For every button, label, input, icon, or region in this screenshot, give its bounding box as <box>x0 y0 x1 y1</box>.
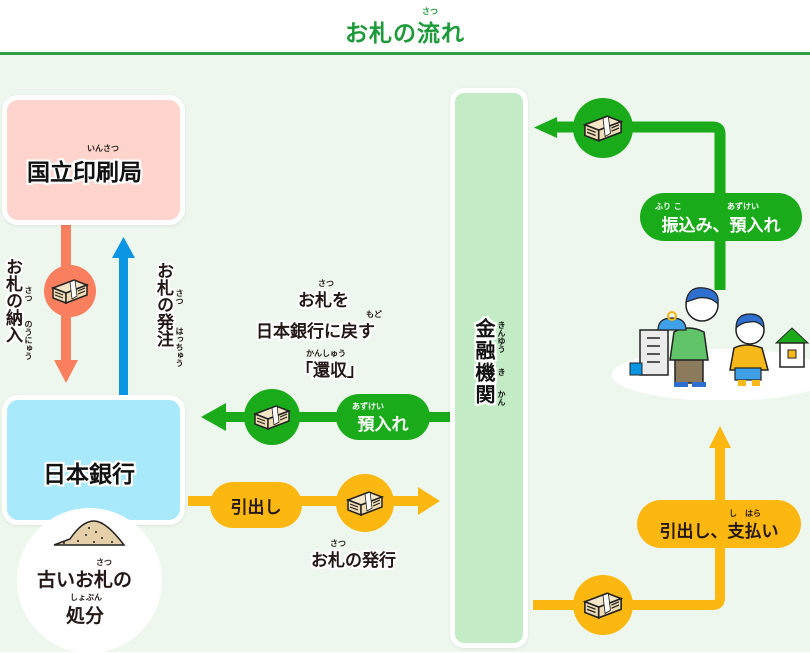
header: さつ お札の流れ <box>0 0 810 52</box>
transfer-ruby-2: あずけい <box>727 202 759 211</box>
delivery-label: お札の納入 <box>2 258 22 343</box>
order-arrow <box>112 237 135 398</box>
disposal-ruby-2: しょぶん <box>70 593 102 602</box>
transfer-deposit-pill: ふり こ あずけい 振込み、預入れ <box>640 193 802 241</box>
financial-institutions-box: 金融機関 きんゆう き かん <box>450 88 528 648</box>
transfer-deposit-label: 振込み、預入れ <box>661 215 781 236</box>
family-illustration <box>612 287 810 400</box>
withdraw-payment-label: 引出し、支払い <box>659 521 779 542</box>
title-ruby: さつ <box>422 7 438 16</box>
issuance-ruby: さつ <box>330 539 346 548</box>
financial-institutions-ruby-2: き <box>497 368 506 376</box>
delivery-ruby-1: さつ <box>24 286 33 302</box>
return-ruby-1: さつ <box>318 279 334 288</box>
deposit-banknote-badge <box>244 389 300 445</box>
payment-ruby-2: はら <box>745 509 761 518</box>
deposit-ruby: あずけい <box>352 402 384 411</box>
printing-bureau-label: 国立印刷局 <box>27 160 142 186</box>
withdraw-payment-pill: し はら 引出し、支払い <box>637 500 801 548</box>
return-ruby-3: かんしゅう <box>306 349 346 358</box>
issuance-arrow <box>188 487 440 515</box>
disposal-label-1: 古いお札の <box>37 569 133 591</box>
return-line-1: お札を <box>298 291 349 311</box>
deposit-pill: あずけい 預入れ <box>336 394 430 440</box>
order-ruby-2: はっちゅう <box>175 327 184 367</box>
page-title: お札の流れ <box>345 21 465 47</box>
banknote-bundle-icon <box>582 592 624 619</box>
disposal-label-2: 処分 <box>66 605 105 627</box>
return-line-3: 「還収」 <box>296 361 364 381</box>
withdraw-pill: 引出し <box>210 482 302 528</box>
return-ruby-2: もど <box>366 310 382 319</box>
transfer-ruby-1: ふり こ <box>655 202 682 211</box>
banknote-bundle-icon <box>252 405 292 431</box>
return-line-2: 日本銀行に戻す <box>256 322 375 342</box>
transfer-banknote-badge <box>573 98 633 158</box>
payment-arrow <box>533 426 731 610</box>
financial-institutions-ruby-1: きんゆう <box>497 321 506 353</box>
printing-bureau-ruby: いんさつ <box>87 144 119 153</box>
order-label: お札の発注 <box>153 262 173 347</box>
deposit-label: 預入れ <box>357 414 409 435</box>
payment-ruby-1: し <box>729 509 737 518</box>
payment-banknote-badge <box>573 575 633 635</box>
issuance-banknote-badge <box>336 474 394 532</box>
printing-bureau-box: いんさつ 国立印刷局 <box>2 95 185 225</box>
delivery-ruby-2: のうにゅう <box>24 320 33 360</box>
issuance-label: お札の発行 <box>311 551 396 571</box>
financial-institutions-ruby-3: かん <box>497 390 506 406</box>
withdraw-label: 引出し <box>230 497 282 518</box>
disposal-ruby-1: さつ <box>96 558 112 567</box>
order-ruby-1: さつ <box>175 289 184 305</box>
banknote-bundle-icon <box>345 491 385 517</box>
bank-of-japan-label: 日本銀行 <box>43 462 135 488</box>
financial-institutions-label: 金融機関 <box>472 318 496 406</box>
banknote-bundle-icon <box>50 279 90 305</box>
delivery-banknote-badge <box>44 265 96 317</box>
banknote-bundle-icon <box>582 115 624 142</box>
header-divider <box>0 52 810 55</box>
bank-of-japan-box: 日本銀行 <box>2 395 185 525</box>
shredded-pile-icon <box>53 520 126 546</box>
transfer-arrow <box>534 117 726 290</box>
